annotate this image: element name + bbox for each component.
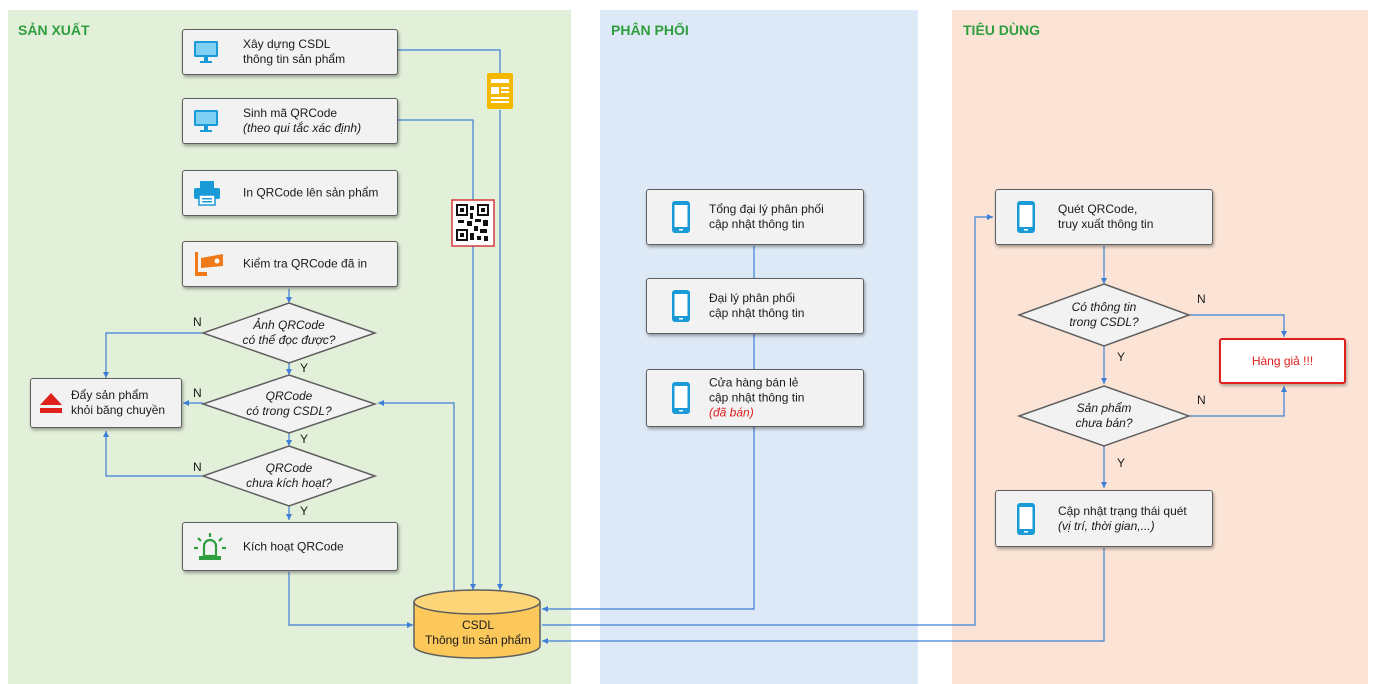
no-label: N xyxy=(193,315,202,329)
reject-line2: khỏi băng chuyền xyxy=(71,403,166,417)
document-icon xyxy=(487,73,513,109)
yes-label: Y xyxy=(1117,456,1126,470)
smartphone-icon xyxy=(672,201,690,233)
no-label: N xyxy=(1197,292,1206,306)
activate-label: Kích hoạt QRCode xyxy=(243,539,344,553)
lane-distribution xyxy=(600,10,918,684)
no-label: N xyxy=(193,386,202,400)
siren-icon xyxy=(194,532,226,560)
general-agent-line2: cập nhật thông tin xyxy=(709,217,805,231)
decision-readable xyxy=(200,302,378,364)
scan-line1: Quét QRCode, xyxy=(1058,202,1138,216)
update-scan-box: Cập nhật trạng thái quét(vị trí, thời gi… xyxy=(995,490,1213,547)
reject-line1: Đẩy sản phẩm xyxy=(71,388,149,402)
no-label: N xyxy=(1197,393,1206,407)
no-label: N xyxy=(193,460,202,474)
qr-code-icon xyxy=(451,199,495,247)
decision-in-db xyxy=(200,374,378,434)
database-cylinder xyxy=(413,589,541,659)
general-agent-line1: Tổng đại lý phân phối xyxy=(709,202,824,216)
gen-qr-box: Sinh mã QRCode(theo qui tắc xác định) xyxy=(182,98,398,144)
update-line2: (vị trí, thời gian,...) xyxy=(1058,518,1155,533)
printer-icon xyxy=(194,181,220,206)
decision-has-info xyxy=(1016,283,1192,347)
gen-qr-line2: (theo qui tắc xác định) xyxy=(243,121,362,135)
retail-line3: (đã bán) xyxy=(709,405,754,420)
retail-line2: cập nhật thông tin xyxy=(709,390,805,405)
decision-not-sold xyxy=(1016,385,1192,447)
monitor-icon xyxy=(194,110,218,132)
agent-line2: cập nhật thông tin xyxy=(709,306,805,320)
build-db-line1: Xây dựng CSDL xyxy=(243,37,331,51)
check-qr-label: Kiểm tra QRCode đã in xyxy=(243,256,368,271)
activate-box: Kích hoạt QRCode xyxy=(182,522,398,571)
eject-icon xyxy=(40,393,62,413)
camera-icon xyxy=(195,252,223,276)
counterfeit-box: Hàng giả !!! xyxy=(1219,338,1346,384)
build-db-line2: thông tin sản phẩm xyxy=(243,52,346,66)
lane-title-production: SẢN XUẤT xyxy=(18,22,90,38)
check-qr-box: Kiểm tra QRCode đã in xyxy=(182,241,398,287)
yes-label: Y xyxy=(300,361,309,375)
lane-title-distribution: PHÂN PHỐI xyxy=(611,22,689,38)
scan-box: Quét QRCode,truy xuất thông tin xyxy=(995,189,1213,245)
yes-label: Y xyxy=(300,504,309,518)
scan-line2: truy xuất thông tin xyxy=(1058,217,1154,231)
smartphone-icon xyxy=(1017,201,1035,233)
lane-title-consumption: TIÊU DÙNG xyxy=(963,22,1040,38)
gen-qr-line1: Sinh mã QRCode xyxy=(243,106,338,120)
retail-line1: Cửa hàng bán lẻ xyxy=(709,375,799,390)
print-qr-box: In QRCode lên sản phẩm xyxy=(182,170,398,216)
monitor-icon xyxy=(194,41,218,63)
yes-label: Y xyxy=(300,432,309,446)
agent-line1: Đại lý phân phối xyxy=(709,291,796,305)
smartphone-icon xyxy=(1017,502,1035,535)
update-line1: Cập nhật trạng thái quét xyxy=(1058,503,1187,518)
smartphone-icon xyxy=(672,382,690,414)
print-qr-label: In QRCode lên sản phẩm xyxy=(243,185,379,200)
yes-label: Y xyxy=(1117,350,1126,364)
decision-not-activated xyxy=(200,445,378,507)
smartphone-icon xyxy=(672,290,690,322)
